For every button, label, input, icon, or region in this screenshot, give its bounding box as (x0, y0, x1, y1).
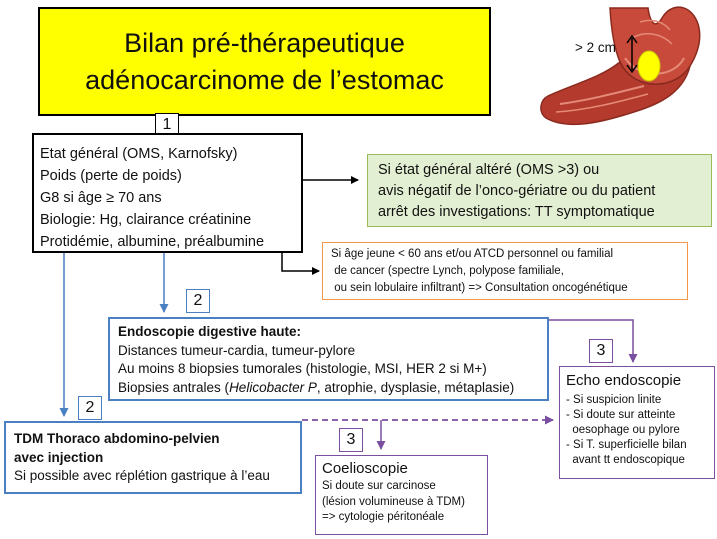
echo-endoscopy-line: avant tt endoscopique (566, 454, 685, 466)
ct-scan-note: Si possible avec réplétion gastrique à l… (14, 468, 270, 483)
general-state-line: Protidémie, albumine, préalbumine (40, 234, 265, 250)
title-line-2: adénocarcinome de l’estomac (85, 64, 444, 95)
arrow-general-to-young-age (281, 253, 320, 275)
coelioscopy-line: Si doute sur carcinose (322, 480, 436, 492)
endoscopy-line: Au moins 8 biopsies tumorales (histologi… (118, 361, 487, 376)
endoscopy-box: Endoscopie digestive haute: Distances tu… (108, 317, 549, 401)
oncogenetics-box: Si âge jeune < 60 ans et/ou ATCD personn… (322, 242, 688, 300)
oncogenetics-line: ou sein lobulaire infiltrant) => Consult… (331, 282, 628, 294)
coelioscopy-box: Coelioscopie Si doute sur carcinose (lés… (315, 455, 488, 535)
general-state-line: Biologie: Hg, clairance créatinine (40, 212, 252, 228)
altered-state-line: avis négatif de l’onco-gériatre ou du pa… (378, 183, 656, 199)
general-state-line: Poids (perte de poids) (40, 168, 182, 184)
oncogenetics-line: Si âge jeune < 60 ans et/ou ATCD personn… (331, 248, 614, 260)
echo-endoscopy-title: Echo endoscopie (566, 372, 682, 389)
general-state-line: Etat général (OMS, Karnofsky) (40, 146, 238, 162)
endoscopy-line-biopsies: Biopsies antrales (Helicobacter P, atrop… (118, 379, 539, 398)
altered-state-box: Si état général altéré (OMS >3) ou avis … (367, 154, 712, 227)
arrow-endoscopy-to-echo (549, 319, 638, 363)
endoscopy-line-part: , atrophie, dysplasie, métaplasie) (316, 379, 515, 395)
step-number-coelio: 3 (339, 428, 363, 452)
echo-endoscopy-line: oesophage ou pylore (566, 424, 680, 436)
helicobacter-term: Helicobacter P (229, 379, 317, 395)
altered-state-line: arrêt des investigations: TT symptomatiq… (378, 204, 655, 220)
tumor-size-label: > 2 cm (575, 40, 616, 55)
echo-endoscopy-line: - Si T. superficielle bilan (566, 439, 687, 451)
endoscopy-line: Distances tumeur-cardia, tumeur-pylore (118, 342, 356, 358)
coelioscopy-title: Coelioscopie (322, 460, 408, 477)
endoscopy-line-part: Biopsies antrales ( (118, 379, 230, 395)
coelioscopy-line: => cytologie péritonéale (322, 511, 445, 523)
ct-scan-title: avec injection (14, 449, 104, 465)
step-number-endoscopy: 2 (186, 289, 210, 313)
size-indicator-arrow (626, 34, 638, 74)
general-state-box: Etat général (OMS, Karnofsky) Poids (per… (32, 133, 303, 253)
step-number-echo: 3 (589, 339, 613, 363)
step-number-ct: 2 (78, 396, 102, 420)
oncogenetics-line: de cancer (spectre Lynch, polypose famil… (331, 265, 564, 277)
altered-state-line: Si état général altéré (OMS >3) ou (378, 162, 600, 178)
echo-endoscopy-line: - Si suspicion linite (566, 394, 662, 406)
title-box: Bilan pré-thérapeutique adénocarcinome d… (38, 7, 491, 116)
echo-endoscopy-box: Echo endoscopie - Si suspicion linite - … (559, 366, 715, 479)
coelioscopy-line: (lésion volumineuse à TDM) (322, 495, 465, 508)
ct-scan-title: TDM Thoraco abdomino-pelvien (14, 431, 220, 446)
ct-scan-box: TDM Thoraco abdomino-pelvien avec inject… (4, 421, 302, 494)
endoscopy-title: Endoscopie digestive haute: (118, 324, 302, 339)
general-state-line: G8 si âge ≥ 70 ans (40, 190, 162, 206)
title-line-1: Bilan pré-thérapeutique (124, 27, 405, 58)
tumor-marker (637, 50, 661, 82)
echo-endoscopy-line: - Si doute sur atteinte (566, 409, 676, 421)
